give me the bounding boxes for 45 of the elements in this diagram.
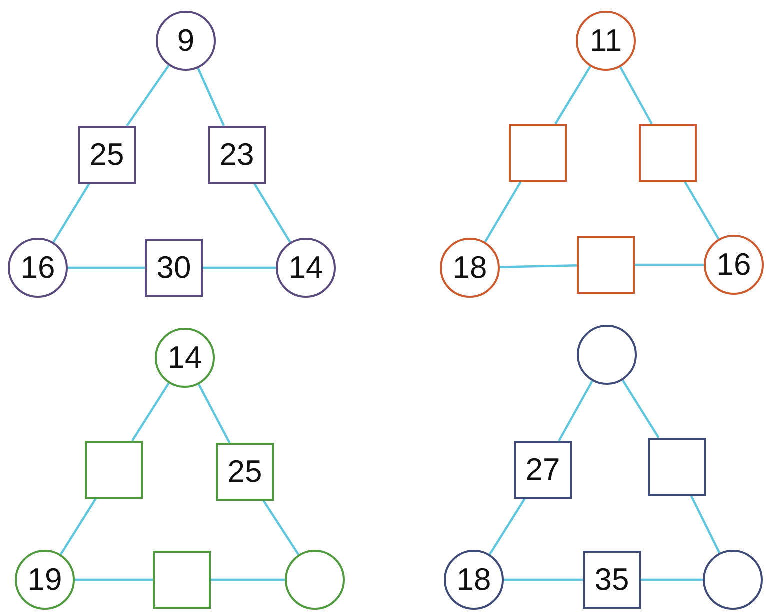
number-square: 35 (583, 551, 641, 609)
number-square (153, 551, 211, 609)
connector-line (504, 578, 583, 582)
number-square: 25 (216, 443, 274, 501)
connector-line (131, 382, 170, 442)
number-circle: 14 (155, 328, 215, 388)
connector-line (60, 498, 97, 556)
connector-line (684, 181, 720, 240)
connector-line (489, 498, 526, 556)
number-circle: 16 (8, 238, 68, 298)
connector-line (75, 578, 153, 582)
connector-line (262, 500, 300, 556)
connector-line (622, 380, 660, 439)
number-square: 30 (145, 239, 203, 297)
connector-line (554, 66, 592, 125)
connector-line (126, 65, 170, 127)
connector-line (254, 183, 292, 243)
connector-line (198, 384, 231, 444)
connector-line (52, 183, 90, 243)
connector-line (641, 578, 703, 582)
number-circle: 18 (444, 550, 504, 610)
number-square (509, 124, 567, 182)
number-circle: 19 (15, 550, 75, 610)
number-circle: 14 (276, 238, 336, 298)
connector-line (690, 496, 721, 554)
number-square (648, 438, 706, 496)
number-circle: 18 (440, 238, 500, 298)
connector-line (203, 266, 276, 270)
number-square (577, 236, 635, 294)
number-circle: 16 (704, 235, 764, 295)
number-square (639, 124, 697, 182)
connector-line (211, 578, 285, 582)
connector-line (197, 68, 226, 126)
number-square: 25 (78, 126, 136, 184)
connector-line (620, 66, 653, 125)
connector-line (558, 380, 594, 442)
connector-line (500, 264, 578, 268)
connector-line (635, 264, 704, 266)
number-square: 23 (208, 126, 266, 184)
number-circle: 9 (156, 11, 216, 71)
connector-line (484, 181, 522, 243)
connector-line (68, 266, 145, 270)
number-square: 27 (514, 441, 572, 499)
number-square (85, 441, 143, 499)
number-circle: 11 (576, 11, 636, 71)
